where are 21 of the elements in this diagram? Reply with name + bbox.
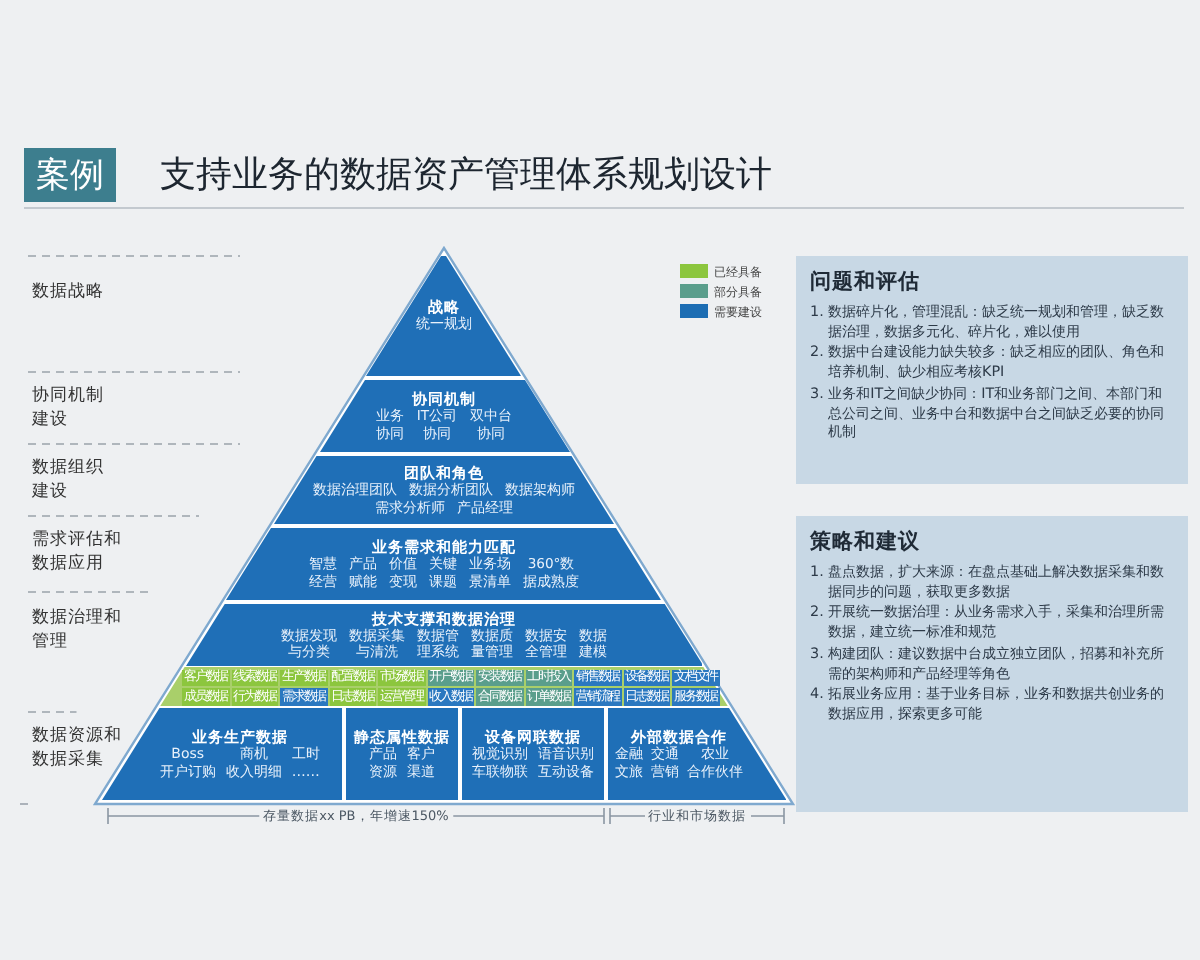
row-label: 需求评估和数据应用 — [32, 528, 124, 578]
data-source-block — [346, 708, 458, 800]
text-panel — [796, 516, 1188, 812]
row-label: 数据资源和数据采集 — [32, 724, 124, 774]
pyramid-layer — [185, 604, 703, 666]
pyramid-layer — [319, 380, 569, 452]
case-tag: 案例 — [24, 148, 116, 202]
row-label: 数据治理和管理 — [32, 606, 124, 656]
panel-heading: 问题和评估 — [810, 268, 922, 296]
row-label: 数据战略 — [32, 280, 104, 305]
panel-heading: 策略和建议 — [810, 528, 922, 556]
data-source-block — [608, 708, 787, 800]
page-title: 支持业务的数据资产管理体系规划设计 — [160, 152, 772, 198]
data-source-block — [101, 708, 342, 800]
pyramid-layer — [226, 528, 662, 600]
row-label: 数据组织建设 — [32, 456, 104, 506]
data-source-block — [462, 708, 604, 800]
pyramid-layer — [274, 456, 614, 524]
pyramid-layer — [366, 256, 522, 376]
text-panel — [796, 256, 1188, 484]
row-label: 协同机制建设 — [32, 384, 104, 434]
